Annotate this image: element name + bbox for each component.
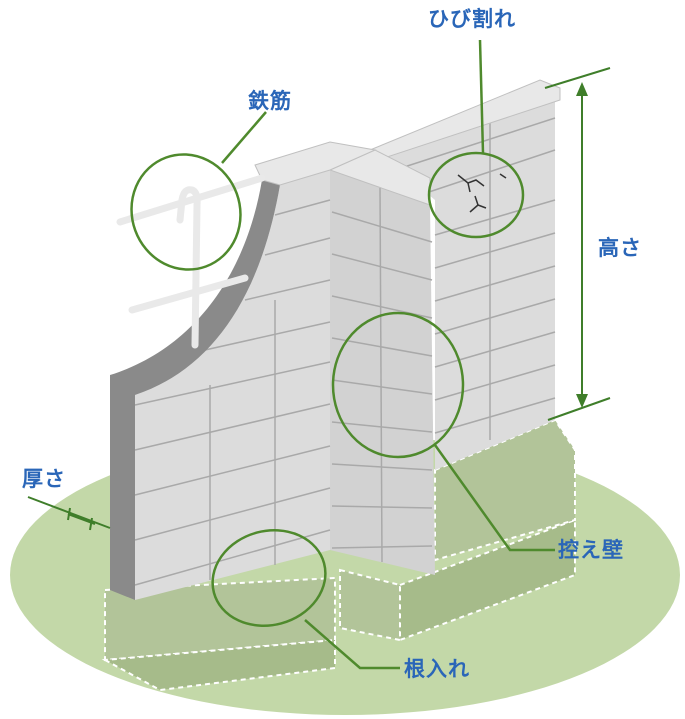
crack-marks [457, 173, 507, 213]
crack-label: ひび割れ [428, 7, 516, 31]
rebar-label: 鉄筋 [248, 89, 292, 113]
thickness-label: 厚さ [22, 467, 66, 491]
height-label: 高さ [598, 236, 642, 260]
embedment-callout [211, 529, 327, 627]
foundation-underground [101, 418, 576, 692]
height-measure [544, 67, 611, 421]
callout-circles [130, 151, 525, 627]
front-wall [110, 141, 377, 600]
leader-lines [221, 39, 555, 670]
buttress-callout [331, 311, 465, 459]
rebars [116, 174, 266, 349]
buttress-label: 控え壁 [558, 538, 624, 562]
crack-callout [427, 151, 525, 239]
embedment-label: 根入れ [404, 657, 470, 681]
buttress-wall [328, 149, 435, 575]
thickness-measure [27, 496, 111, 531]
rebar-callout [130, 153, 242, 271]
